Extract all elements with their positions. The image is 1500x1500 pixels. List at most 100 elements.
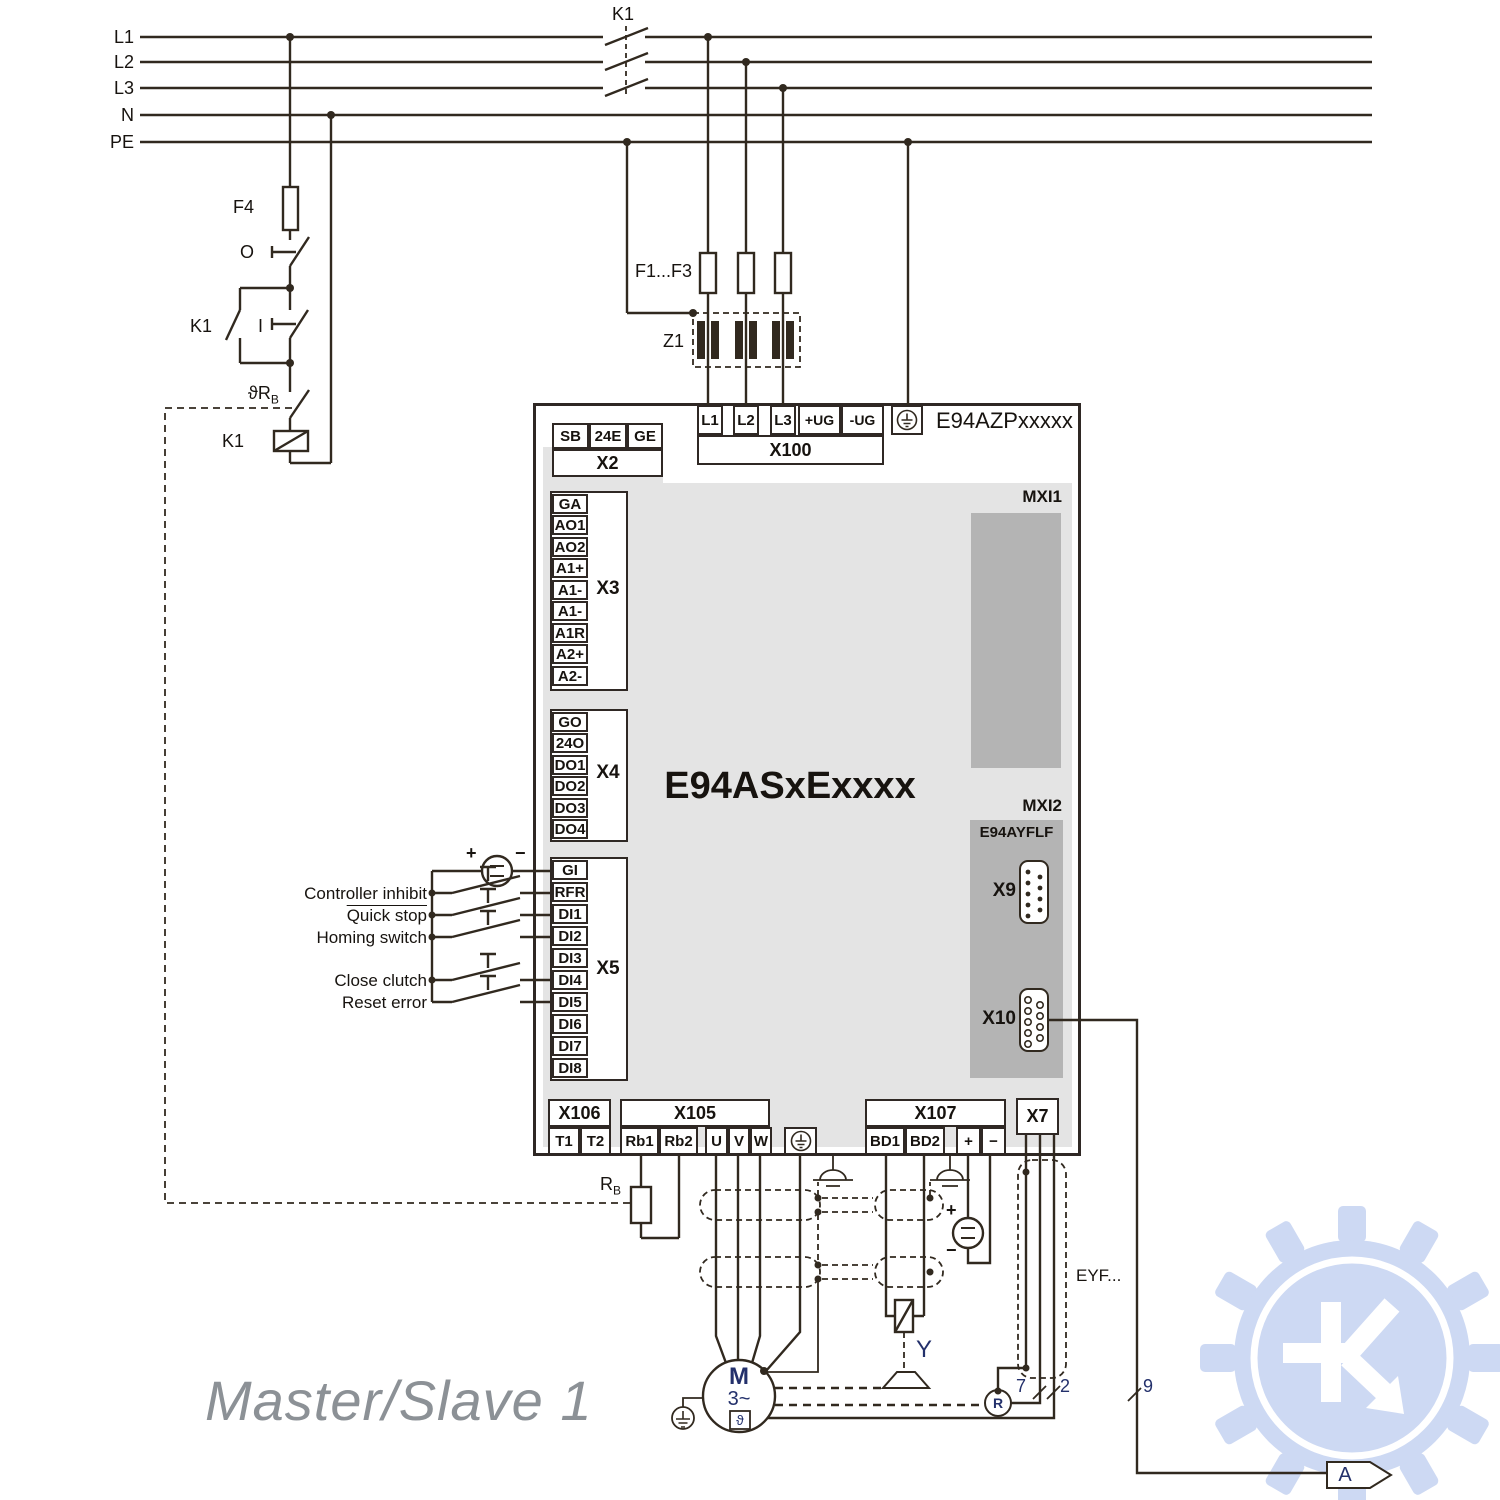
brake-supply-source (951, 1216, 985, 1250)
x10-connector (1019, 988, 1049, 1052)
wire-count-2: 2 (1060, 1376, 1071, 1396)
input-label-homing-switch: Homing switch (316, 928, 427, 947)
mxi1-slot (971, 513, 1061, 768)
motor-temp-label: ϑ (736, 1412, 744, 1428)
brake-resistor (629, 1154, 681, 1240)
x107-pin-plus: + (956, 1127, 981, 1155)
k1-coil-label: K1 (221, 431, 244, 451)
motor-type-label: 3~ (727, 1387, 751, 1410)
o-stop-label: O (239, 242, 254, 262)
z1-filter-box (692, 312, 801, 368)
x9-label: X9 (992, 880, 1016, 901)
bus-label-pe: PE (109, 132, 134, 152)
x2-pin-ge: GE (627, 423, 663, 449)
x4-pin: GO (552, 712, 588, 732)
x2-pin-24e: 24E (589, 423, 627, 449)
sheet-caption: Master/Slave 1 (205, 1369, 593, 1432)
x105-earth-terminal (784, 1127, 817, 1155)
bus-label-l1: L1 (113, 27, 134, 47)
mains-fuses-filter (625, 37, 910, 405)
brake-supply-minus: − (946, 1240, 957, 1260)
x2-name: X2 (552, 449, 663, 477)
brake-shoe (880, 1371, 932, 1389)
earth-terminal-icon (790, 1130, 811, 1152)
motor (671, 1358, 777, 1434)
x3-pin: A2+ (552, 644, 588, 664)
input-label-close-clutch: Close clutch (334, 971, 427, 990)
x3-pin: AO1 (552, 515, 588, 535)
di-supply-source (480, 854, 514, 888)
eyf-cable-label: EYF... (1076, 1266, 1122, 1285)
x100-earth-terminal (891, 405, 923, 435)
f2-fuse (736, 251, 756, 295)
x5-pin: DI6 (552, 1014, 588, 1034)
x5-name: X5 (596, 958, 620, 979)
x5-pin: DI8 (552, 1058, 588, 1078)
brake-label: Y (916, 1336, 933, 1363)
f3-fuse (773, 251, 793, 295)
z1-label: Z1 (662, 331, 684, 351)
x106-pin-t1: T1 (548, 1127, 580, 1155)
x5-pin: RFR (552, 882, 588, 902)
slash-7 (1032, 1385, 1047, 1400)
x105-pin-u: U (705, 1127, 728, 1155)
x3-name: X3 (596, 578, 620, 599)
junction-dots (286, 33, 1030, 1395)
feedback-wiring (750, 1134, 1067, 1420)
x5-pin: DI4 (552, 970, 588, 990)
mxi1-label: MXI1 (1022, 487, 1062, 506)
x105-name: X105 (620, 1099, 770, 1127)
wire-count-9: 9 (1143, 1376, 1154, 1396)
motor-cable (699, 1154, 944, 1373)
bus-label-l2: L2 (113, 52, 134, 72)
x100-pin-l2: L2 (733, 405, 759, 435)
gear-k-mark (1283, 1298, 1400, 1402)
digital-input-switches (430, 854, 552, 1004)
i-start-contact (270, 309, 310, 339)
bus-label-n: N (121, 105, 134, 125)
x105-pin-rb1: Rb1 (620, 1127, 659, 1155)
x4-pin: DO3 (552, 798, 588, 818)
x4-pin: 24O (552, 733, 588, 753)
x3-pin: AO2 (552, 537, 588, 557)
x4-pin: DO1 (552, 755, 588, 775)
x4-name: X4 (596, 762, 620, 783)
x5-pin: DI7 (552, 1036, 588, 1056)
f4-fuse (281, 185, 300, 232)
x3-pin: A1R (552, 623, 588, 643)
rb-resistor-label: RB (600, 1174, 622, 1198)
x9-connector (1019, 860, 1049, 924)
x5-pin: DI5 (552, 992, 588, 1012)
x3-pin: A1- (552, 580, 588, 600)
x107-pin-bd2: BD2 (905, 1127, 945, 1155)
thermal-link-dashed (164, 407, 631, 1204)
x100-name: X100 (697, 435, 884, 465)
reference-a-label: A (1338, 1463, 1352, 1486)
thermal-contact-label: ϑRB (248, 383, 279, 407)
di-source-plus: + (466, 843, 477, 863)
thermal-contact (289, 389, 310, 419)
x105-pin-w: W (750, 1127, 772, 1155)
x100-pin-l3: L3 (770, 405, 796, 435)
shield-drain (767, 1279, 819, 1373)
wire-count-7: 7 (1016, 1376, 1027, 1396)
shield-clamp-1 (813, 1156, 853, 1187)
x3-pin: A2- (552, 666, 588, 686)
x105-pin-v: V (728, 1127, 750, 1155)
x5-pin: DI1 (552, 904, 588, 924)
input-label-controller-inhibit: Controller inhibit (304, 884, 427, 903)
f4-label: F4 (232, 197, 254, 217)
x107-pin-bd1: BD1 (865, 1127, 905, 1155)
shield-clamp-2 (930, 1156, 970, 1187)
k1-aux-contact (224, 309, 242, 341)
k1-aux-label: K1 (189, 316, 212, 336)
x107-name: X107 (865, 1099, 1006, 1127)
x107-pin-minus: − (981, 1127, 1006, 1155)
slash-9 (1127, 1387, 1142, 1402)
brake-supply-plus: + (946, 1200, 957, 1220)
x10-feedback-line (1048, 1018, 1327, 1475)
x106-name: X106 (548, 1099, 611, 1127)
motor-label: M (729, 1363, 749, 1390)
